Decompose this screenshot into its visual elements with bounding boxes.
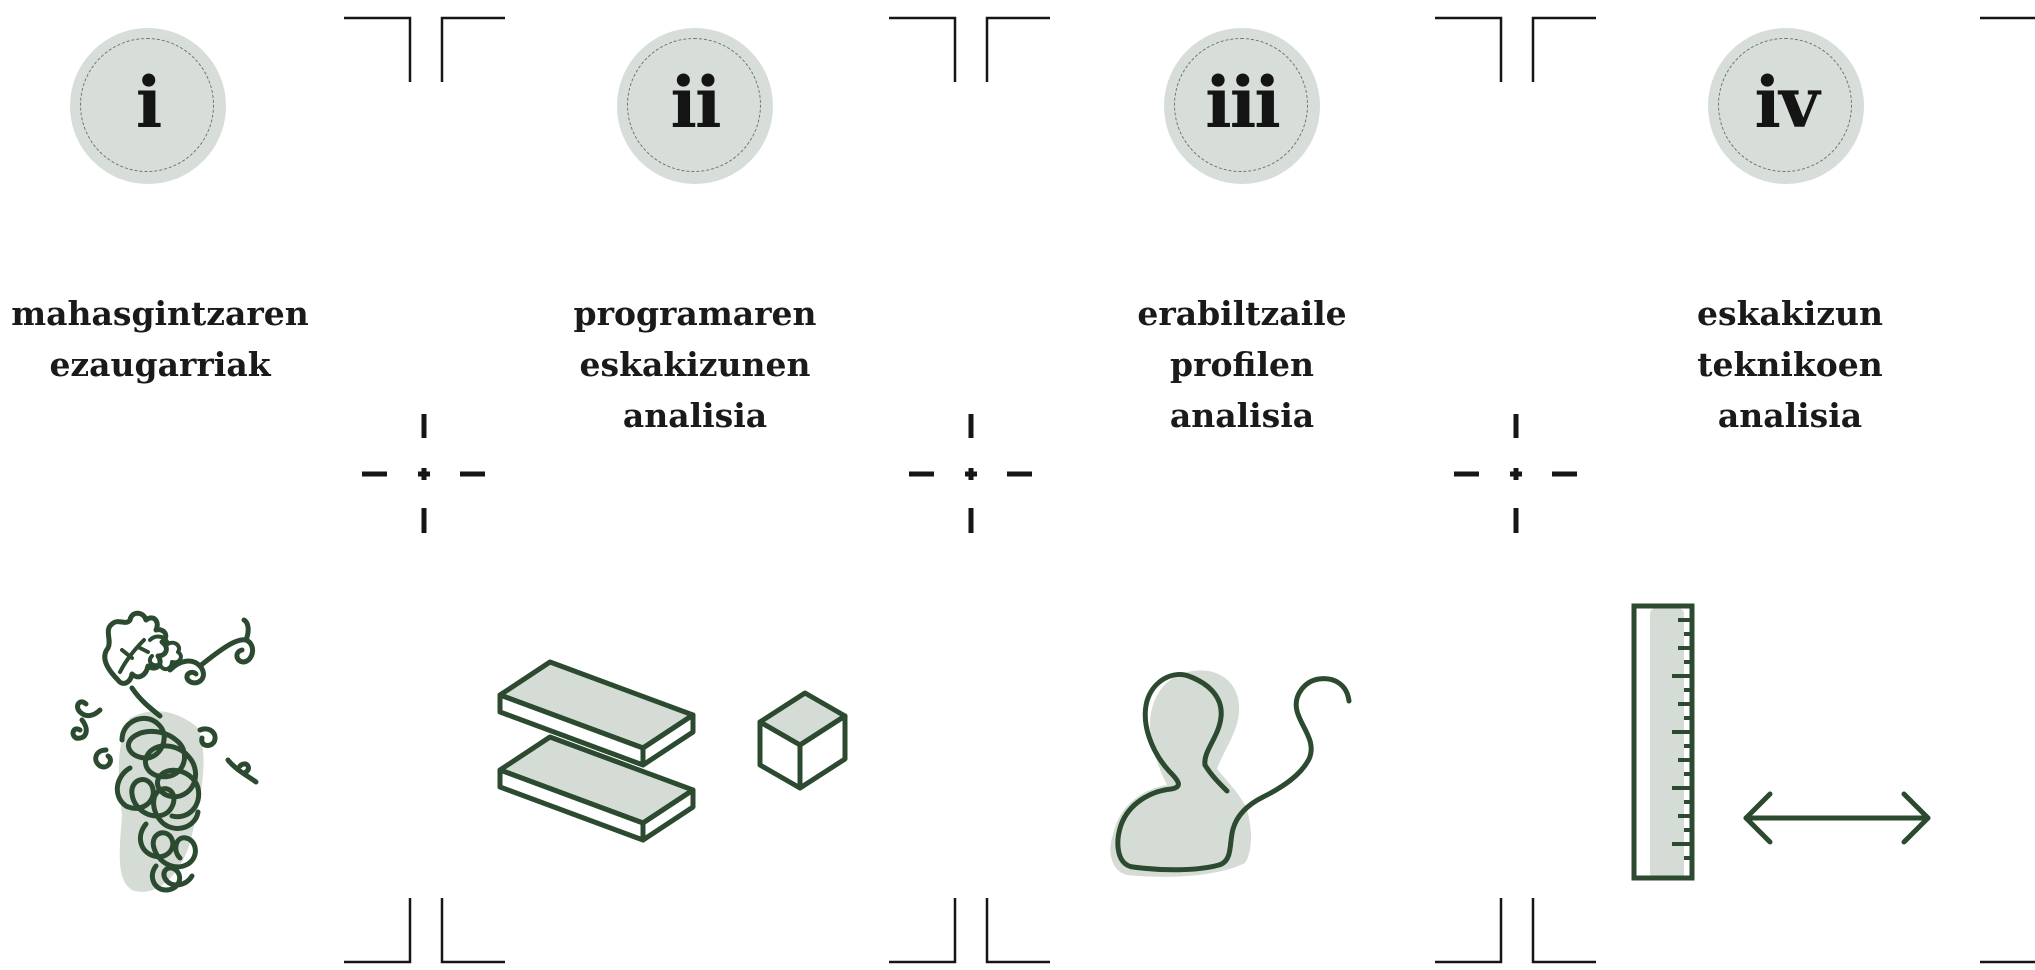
divider-3 [1435, 16, 1596, 964]
double-arrow-icon [1743, 791, 1931, 845]
label-line: teknikoen [1697, 345, 1883, 384]
divider-1 [344, 16, 505, 964]
step-badge: ii [617, 28, 773, 184]
step-label: programaren eskakizunen analisia [537, 288, 853, 441]
label-line: eskakizun [1697, 294, 1883, 333]
label-line: analisia [622, 396, 768, 435]
step-numeral: iii [1205, 61, 1281, 144]
step-1: i mahasgintzaren ezaugarriak [0, 0, 309, 970]
divider-4-partial [1980, 16, 2035, 964]
label-line: profilen [1170, 345, 1314, 384]
label-line: analisia [1717, 396, 1863, 435]
label-line: mahasgintzaren [11, 294, 309, 333]
label-line: programaren [573, 294, 817, 333]
step-label: eskakizun teknikoen analisia [1632, 288, 1948, 441]
step-numeral: ii [670, 61, 721, 144]
badge-ring [627, 38, 761, 172]
step-label: mahasgintzaren ezaugarriak [2, 288, 318, 390]
step-badge: iii [1164, 28, 1320, 184]
divider-2 [889, 16, 1050, 964]
badge-ring [1174, 38, 1308, 172]
step-numeral: i [135, 61, 163, 144]
step-numeral: iv [1754, 61, 1819, 144]
label-line: erabiltzaile [1137, 294, 1347, 333]
ruler-ticks [1672, 618, 1692, 860]
badge-ring [80, 38, 214, 172]
grapevine-icon [70, 610, 259, 893]
user-profile-icon [1110, 670, 1352, 877]
step-4: iv eskakizun teknikoen analisia [1631, 0, 1938, 970]
step-2: ii programaren eskakizunen analisia [497, 0, 848, 970]
label-line: analisia [1169, 396, 1315, 435]
label-line: eskakizunen [579, 345, 811, 384]
step-badge: iv [1708, 28, 1864, 184]
step-badge: i [70, 28, 226, 184]
blocks-icon [497, 659, 848, 843]
ruler-measure-icon [1631, 603, 1931, 881]
label-line: ezaugarriak [49, 345, 271, 384]
badge-ring [1718, 38, 1852, 172]
step-3: iii erabiltzaile profilen analisia [1092, 0, 1392, 970]
step-label: erabiltzaile profilen analisia [1084, 288, 1400, 441]
